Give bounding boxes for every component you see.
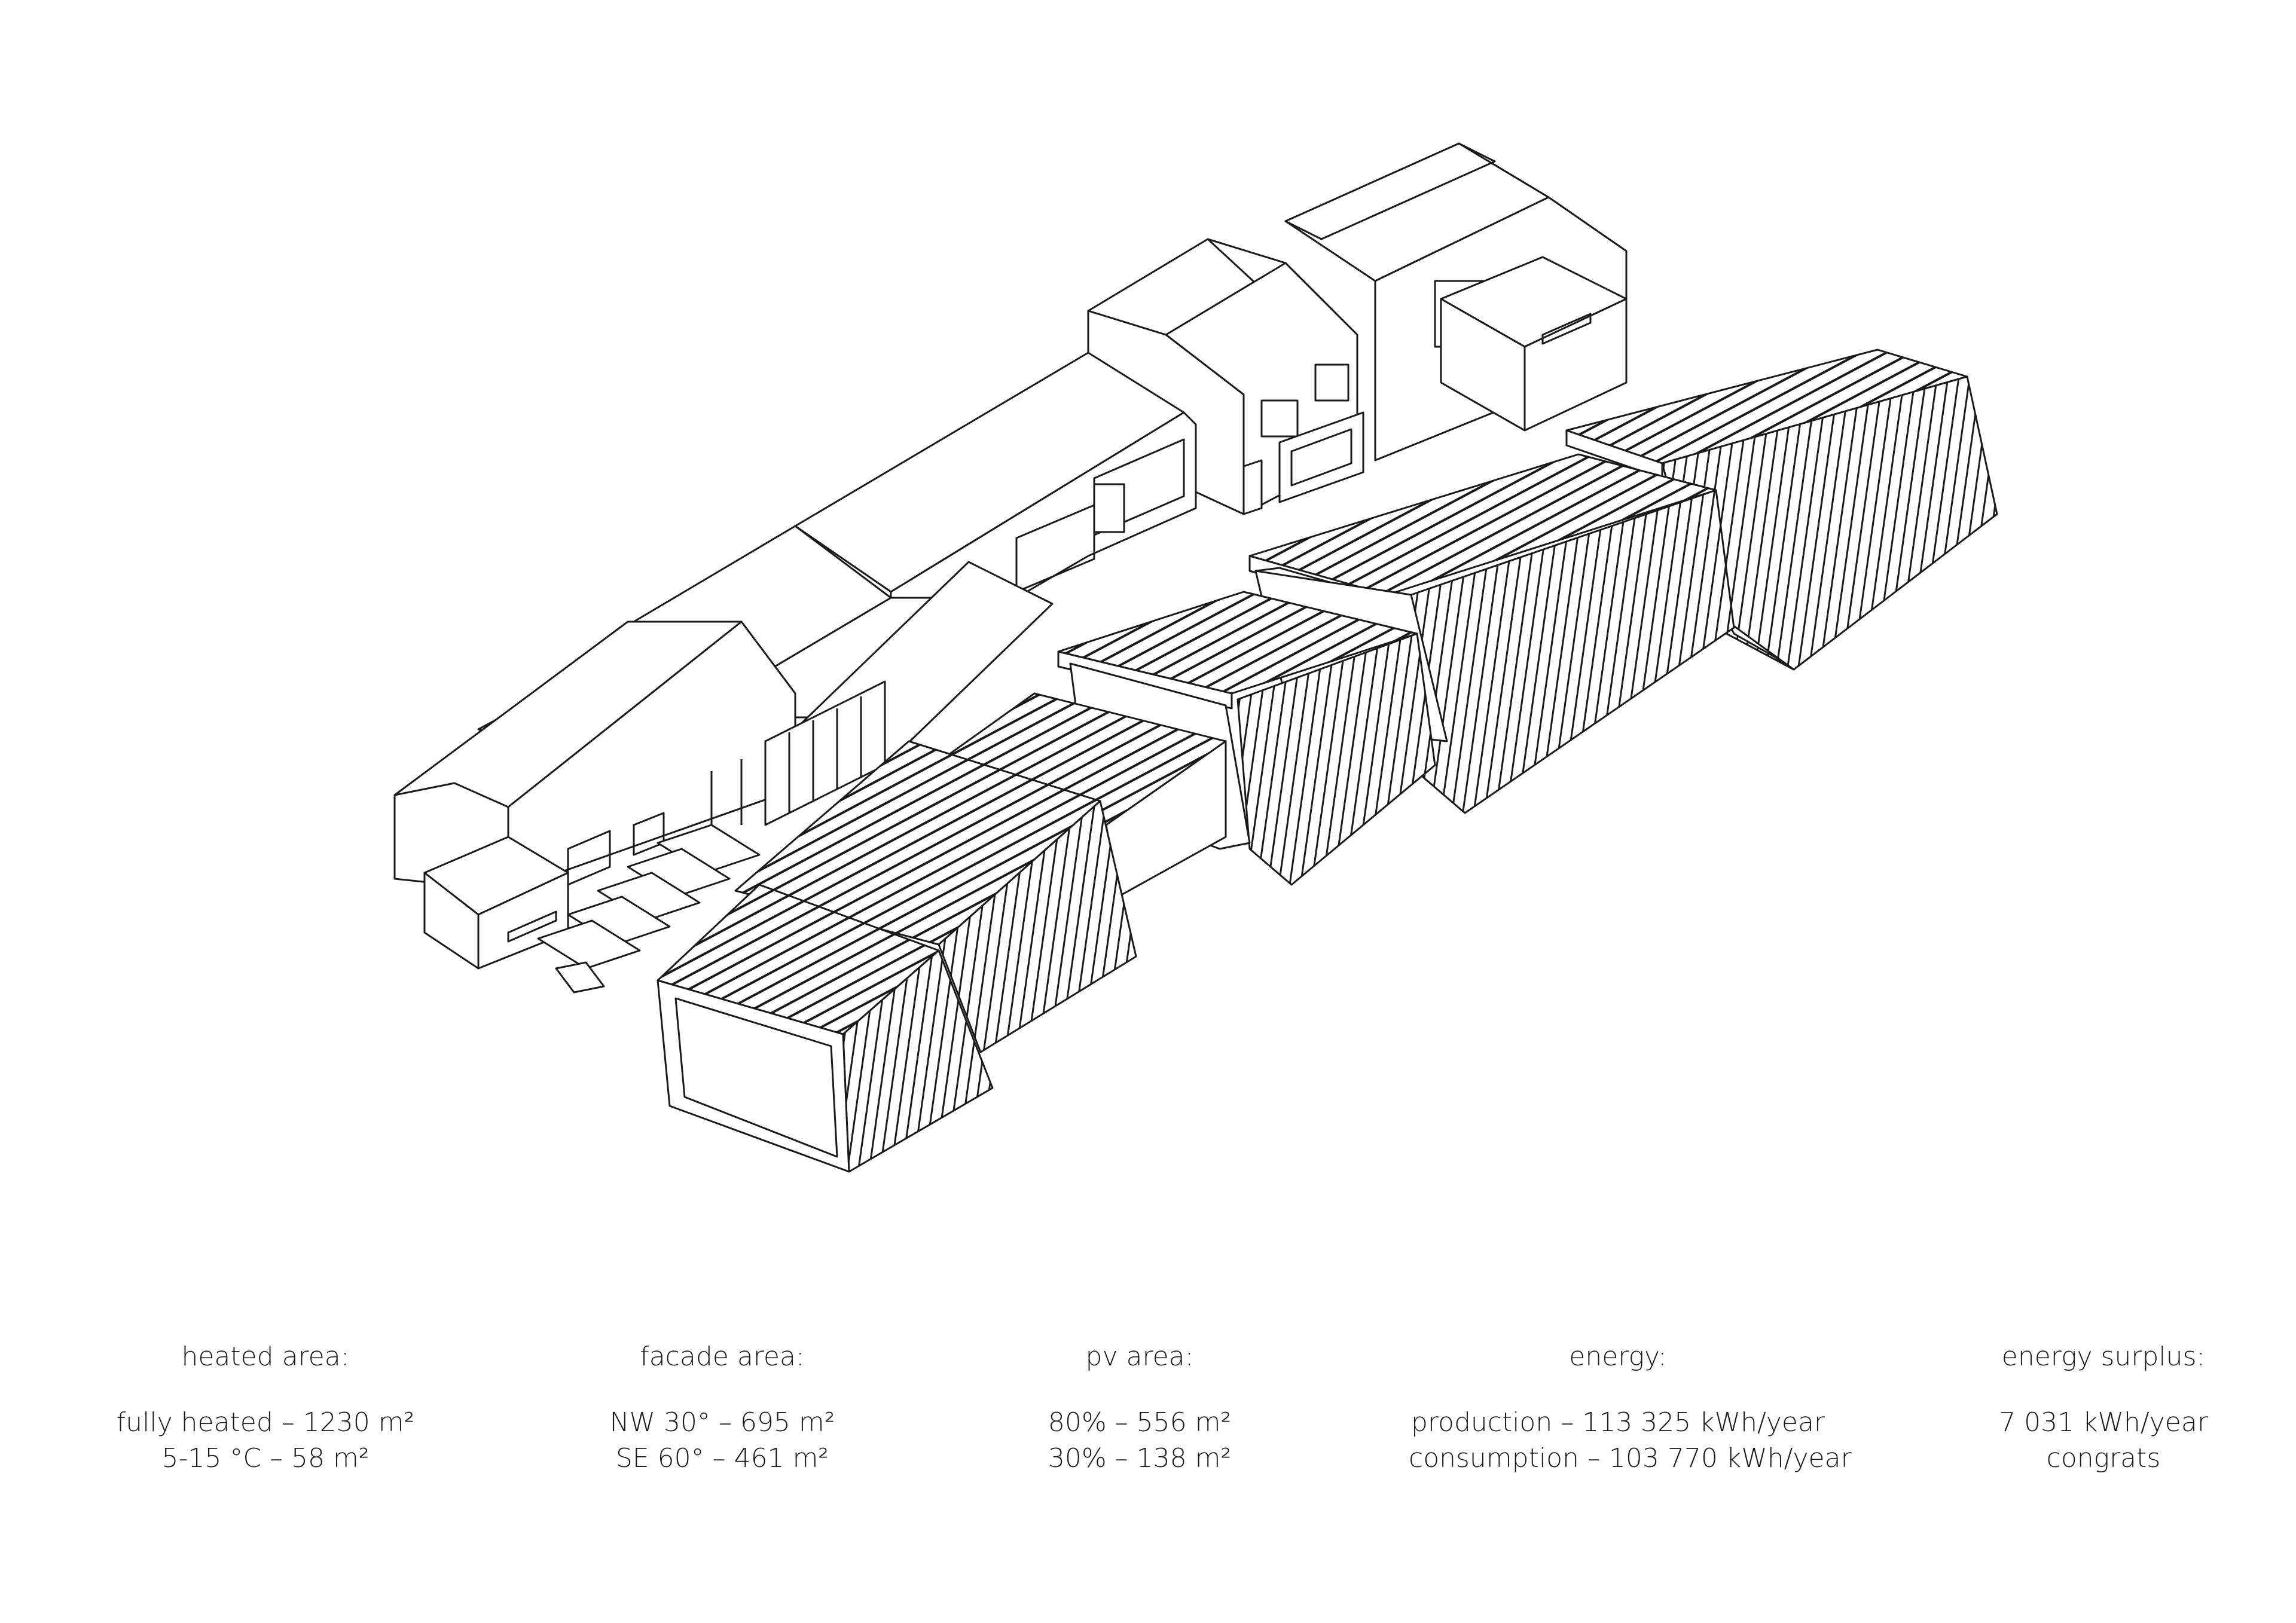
stat-line: production – 113 325 kWh/year	[1410, 1407, 1825, 1438]
stat-heading: heated area:	[181, 1341, 350, 1372]
stat-line: consumption – 103 770 kWh/year	[1409, 1443, 1852, 1474]
pv-clad-extension	[657, 349, 1998, 1173]
stat-heading: energy:	[1569, 1341, 1667, 1372]
stat-heading: energy surplus:	[2001, 1341, 2206, 1372]
pv-segment-1	[657, 740, 1137, 1173]
stat-energy-surplus: energy surplus: 7 031 kWh/year congrats	[1894, 1339, 2296, 1477]
courtyard-steps	[537, 824, 761, 994]
stat-heading: pv area:	[1085, 1341, 1194, 1372]
existing-building	[393, 142, 1628, 994]
front-gabled-house	[393, 621, 796, 892]
front-annex-box	[423, 836, 569, 970]
stat-line: congrats	[2046, 1443, 2161, 1474]
stat-heading: facade area:	[640, 1341, 805, 1372]
stat-line: 7 031 kWh/year	[1999, 1407, 2208, 1438]
stat-line: NW 30° – 695 m²	[609, 1407, 835, 1438]
annex-box	[1440, 256, 1628, 432]
stats-panel: heated area: fully heated – 1230 m² 5-15…	[0, 1339, 2296, 1518]
stat-facade-area: facade area: NW 30° – 695 m² SE 60° – 46…	[513, 1339, 932, 1477]
stat-line: 5-15 °C – 58 m²	[161, 1443, 370, 1474]
stat-line: 30% – 138 m²	[1048, 1443, 1232, 1474]
stat-line: fully heated – 1230 m²	[116, 1407, 415, 1438]
stat-line: SE 60° – 461 m²	[615, 1443, 829, 1474]
stat-energy: energy: production – 113 325 kWh/year co…	[1409, 1339, 1852, 1477]
pv-segment-4	[1565, 349, 1998, 671]
stat-line: 80% – 556 m²	[1048, 1407, 1232, 1438]
stat-pv-area: pv area: 80% – 556 m² 30% – 138 m²	[930, 1339, 1349, 1477]
stat-heated-area: heated area: fully heated – 1230 m² 5-15…	[56, 1339, 475, 1477]
